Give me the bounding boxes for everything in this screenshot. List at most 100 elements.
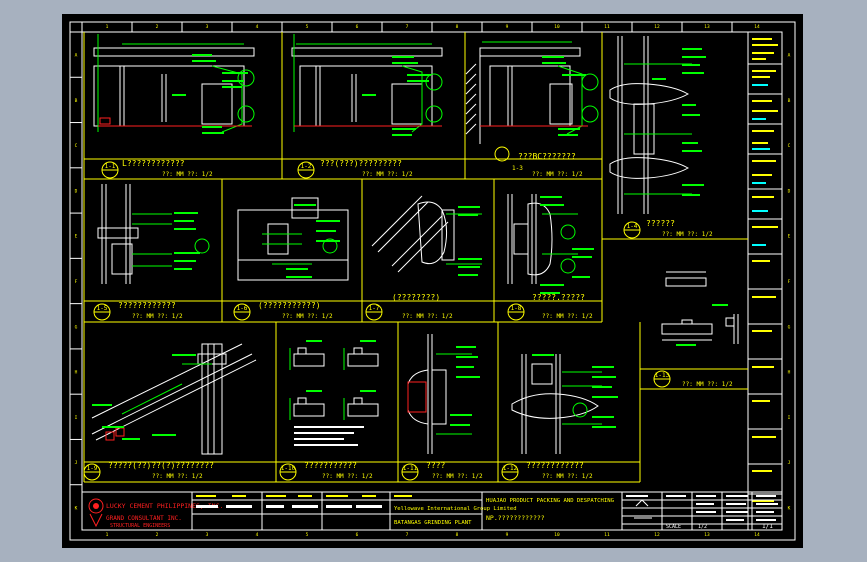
detail-1-8-scale: ??: MM ??: 1/2 xyxy=(542,313,593,320)
grid-column-label: 1 xyxy=(106,532,109,538)
detail-1-3-scale: ??: MM ??: 1/2 xyxy=(532,171,583,178)
detail-1-12-number: 1-12 xyxy=(503,465,518,472)
grid-row-label: H xyxy=(75,370,78,376)
grid-row-label: E xyxy=(75,234,78,240)
grid-row-label: G xyxy=(788,324,791,330)
right-title-strip xyxy=(747,32,782,530)
grid-row-label: H xyxy=(788,370,791,376)
detail-small-profiles xyxy=(661,271,739,346)
client-name: LUCKY CEMENT PHILIPPINES, INC. xyxy=(106,502,223,510)
grid-column-label: 3 xyxy=(206,532,209,538)
grid-column-label: 14 xyxy=(754,532,760,538)
grid-row-label: C xyxy=(788,143,791,149)
grid-row-label: B xyxy=(75,98,78,104)
consultant-subtitle: STRUCTURAL ENGINEERS xyxy=(110,523,170,529)
detail-1-7-number: 1-7 xyxy=(369,305,380,312)
detail-1-5-title: ???????????? xyxy=(118,301,176,310)
grid-column-label: 3 xyxy=(206,24,209,30)
grid-column-label: 5 xyxy=(306,24,309,30)
scale-label: SCALE xyxy=(666,524,681,530)
title-block: LUCKY CEMENT PHILIPPINES, INC. GRAND CON… xyxy=(82,491,782,530)
scale-value: 1/2 xyxy=(698,524,707,530)
detail-1-12-scale: ??: MM ??: 1/2 xyxy=(542,473,593,480)
detail-1-8-title: ?????.????? xyxy=(532,293,585,302)
grid-column-label: 9 xyxy=(506,24,509,30)
detail-1-3-title: ???BC??????? xyxy=(518,152,576,161)
grid-column-label: 12 xyxy=(654,24,660,30)
grid-column-label: 11 xyxy=(604,532,610,538)
grid-column-label: 2 xyxy=(156,532,159,538)
project-name: BATANGAS GRINDING PLANT xyxy=(394,520,472,526)
detail-frames xyxy=(83,32,748,483)
grid-row-label: I xyxy=(788,415,791,421)
detail-1-9-scale: ??: MM ??: 1/2 xyxy=(152,473,203,480)
grid-row-label: B xyxy=(788,98,791,104)
detail-1-4-scale: ??: MM ??: 1/2 xyxy=(662,231,713,238)
detail-1-13-scale: ??: MM ??: 1/2 xyxy=(682,381,733,388)
detail-1-5-drawing: 1-5 ???????????? ??: MM ??: 1/2 xyxy=(93,184,210,321)
grid-column-label: 13 xyxy=(704,532,710,538)
detail-1-10-number: 1-10 xyxy=(281,465,296,472)
detail-1-1-scale: ??: MM ??: 1/2 xyxy=(162,171,213,178)
detail-1-2-number: 1-2 xyxy=(301,163,312,170)
detail-1-4-title: ?????? xyxy=(646,219,675,228)
grid-row-label: I xyxy=(75,415,78,421)
grid-column-label: 14 xyxy=(754,24,760,30)
grid-row-label: A xyxy=(75,53,78,59)
grid-row-label: G xyxy=(75,324,78,330)
detail-1-13-label: 1-13 ??: MM ??: 1/2 xyxy=(653,370,733,388)
detail-1-5-number: 1-5 xyxy=(97,305,108,312)
detail-1-2-drawing: 1-2 ???(???)????????? ??: MM ??: 1/2 xyxy=(291,34,443,179)
drawing-title-text: HUAJAO PRODUCT PACKING AND DESPATCHING xyxy=(486,498,615,504)
detail-1-9-number: 1-9 xyxy=(87,465,98,472)
grid-column-label: 4 xyxy=(256,532,259,538)
grid-column-label: 9 xyxy=(506,532,509,538)
grid-row-label: K xyxy=(75,505,78,511)
grid-column-label: 7 xyxy=(406,24,409,30)
grid-row-label: K xyxy=(788,505,791,511)
grid-column-label: 6 xyxy=(356,532,359,538)
drawing-number: NP.???????????? xyxy=(486,514,545,522)
detail-1-6-title: (???????????) xyxy=(258,301,321,310)
detail-1-10-drawing: 1-10 ??????????? ??: MM ??: 1/2 xyxy=(279,340,379,481)
grid-column-label: 11 xyxy=(604,24,610,30)
detail-1-1-title: L???????????? xyxy=(122,159,185,168)
grid-column-label: 12 xyxy=(654,532,660,538)
detail-1-4-number: 1-4 xyxy=(627,223,638,230)
detail-1-8-drawing: ?????.????? 1-8 ??: MM ??: 1/2 xyxy=(507,194,594,321)
grid-row-label: F xyxy=(75,279,78,285)
detail-1-1-number: 1-1 xyxy=(105,163,116,170)
grid-row-label: J xyxy=(788,460,791,466)
detail-1-7-scale: ??: MM ??: 1/2 xyxy=(402,313,453,320)
grid-column-label: 4 xyxy=(256,24,259,30)
consultant-logo-icon xyxy=(89,513,103,528)
grid-column-label: 5 xyxy=(306,532,309,538)
consultant-name: GRAND CONSULTANT INC. xyxy=(106,515,182,522)
detail-1-9-title: ?????(??)??(?)???????? xyxy=(108,461,214,470)
sheet-number: 1/1 xyxy=(762,523,773,530)
detail-1-1-drawing: 1-1 L???????????? ??: MM ??: 1/2 xyxy=(93,34,255,179)
detail-1-11-scale: ??: MM ??: 1/2 xyxy=(432,473,483,480)
grid-column-label: 13 xyxy=(704,24,710,30)
client-logo-icon xyxy=(88,498,104,514)
grid-column-label: 1 xyxy=(106,24,109,30)
grid-column-label: 8 xyxy=(456,24,459,30)
detail-1-13-number: 1-13 xyxy=(655,372,670,379)
grid-row-label: D xyxy=(788,188,791,194)
grid-column-label: 7 xyxy=(406,532,409,538)
grid-column-label: 10 xyxy=(554,532,560,538)
grid-row-label: A xyxy=(788,53,791,59)
grid-row-label: D xyxy=(75,188,78,194)
grid-row-label: C xyxy=(75,143,78,149)
detail-1-9-drawing: 1-9 ?????(??)??(?)???????? ??: MM ??: 1/… xyxy=(83,343,257,481)
grid-column-label: 6 xyxy=(356,24,359,30)
detail-1-11-number: 1-11 xyxy=(403,465,418,472)
detail-1-2-title: ???(???)????????? xyxy=(320,159,402,168)
detail-1-10-title: ??????????? xyxy=(304,461,357,470)
grid-column-label: 2 xyxy=(156,24,159,30)
grid-column-label: 8 xyxy=(456,532,459,538)
